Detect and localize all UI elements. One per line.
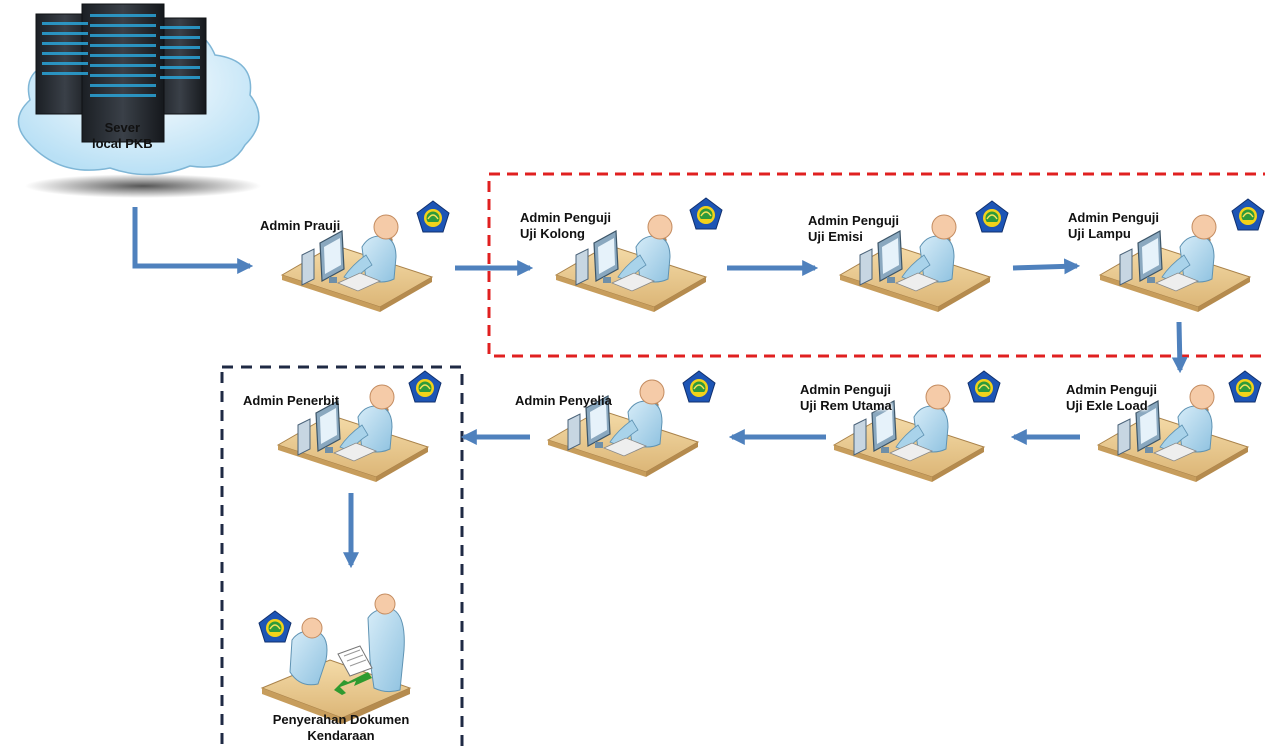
penerbit-group-box (220, 365, 464, 748)
station-label-exle: Admin Penguji Uji Exle Load (1066, 382, 1157, 414)
station-label-prauji: Admin Prauji (260, 218, 340, 234)
handover-label-line2: Kendaraan (307, 728, 375, 743)
handover-label-line1: Penyerahan Dokumen (272, 712, 410, 727)
arrow-emisi-to-lampu (1012, 258, 1081, 275)
station-label-line: Uji Exle Load (1066, 398, 1148, 413)
station-label-line: Admin Penguji (1068, 210, 1159, 225)
station-label-penyelia: Admin Penyelia (515, 393, 612, 409)
station-label-kolong: Admin Penguji Uji Kolong (520, 210, 611, 242)
emblem-icon (1231, 198, 1265, 231)
emblem-icon (975, 200, 1009, 233)
server-cloud-icon (17, 3, 261, 198)
flow-arrows (132, 207, 1188, 569)
server-icon (35, 3, 207, 143)
cloud-shadow (25, 174, 261, 198)
emblem-icon (682, 370, 716, 403)
arrow-server-to-prauji (132, 207, 254, 275)
emblem-icon (408, 370, 442, 403)
server-label: Sever local PKB (92, 120, 153, 152)
server-label-line2: local PKB (92, 136, 153, 151)
station-label-line: Admin Penguji (520, 210, 611, 225)
station-label-line: Admin Penyelia (515, 393, 612, 408)
emblem-icon (416, 200, 450, 233)
emblem-icon (258, 610, 292, 643)
emblem-icon (967, 370, 1001, 403)
station-label-line: Admin Penguji (808, 213, 899, 228)
emblem-icon (689, 197, 723, 230)
station-label-line: Admin Prauji (260, 218, 341, 233)
station-label-emisi: Admin Penguji Uji Emisi (808, 213, 899, 245)
station-label-line: Admin Penerbit (243, 393, 340, 408)
station-label-line: Uji Rem Utama (800, 398, 892, 413)
handover-icon (260, 593, 412, 724)
arrow-lampu-to-exle (1171, 321, 1188, 374)
station-label-line: Uji Emisi (808, 229, 863, 244)
station-label-line: Uji Kolong (520, 226, 585, 241)
handover-label: Penyerahan Dokumen Kendaraan (256, 712, 426, 744)
station-label-lampu: Admin Penguji Uji Lampu (1068, 210, 1159, 242)
station-label-line: Uji Lampu (1068, 226, 1131, 241)
station-label-line: Admin Penguji (800, 382, 891, 397)
station-label-rem: Admin Penguji Uji Rem Utama (800, 382, 892, 414)
emblem-icon (1228, 370, 1262, 403)
station-label-line: Admin Penguji (1066, 382, 1157, 397)
server-label-line1: Sever (104, 120, 141, 135)
station-label-penerbit: Admin Penerbit (243, 393, 339, 409)
